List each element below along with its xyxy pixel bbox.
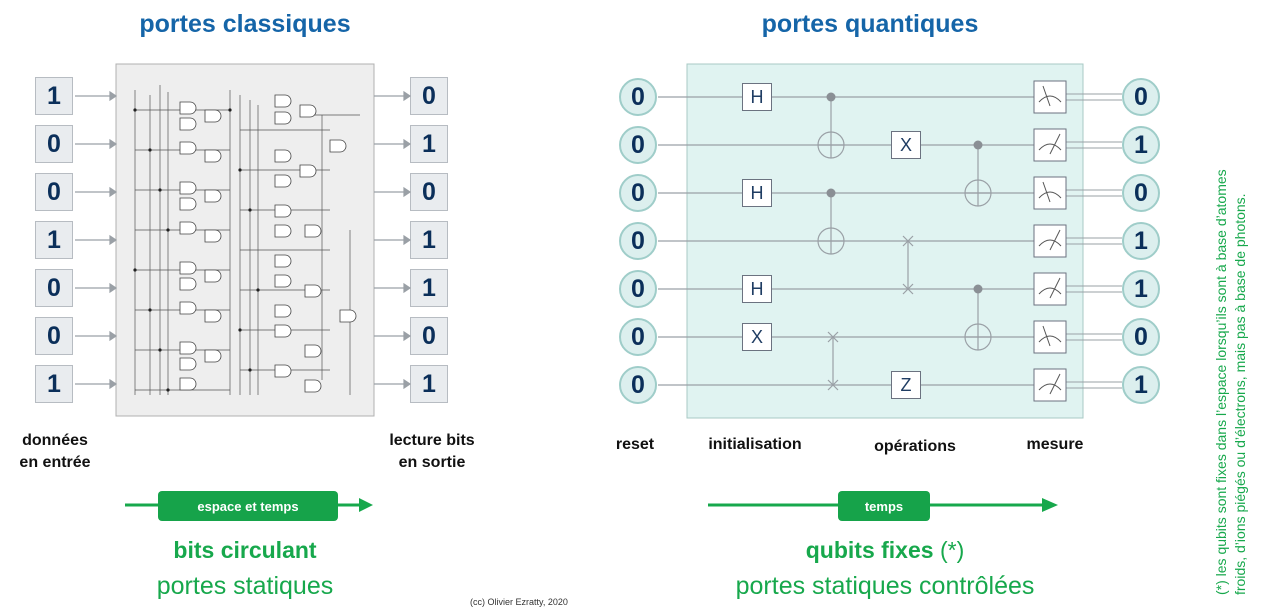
measurement-meters <box>1033 80 1067 402</box>
hadamard-gate: H <box>742 275 772 303</box>
copyright: (cc) Olivier Ezratty, 2020 <box>470 597 568 607</box>
qubit-measured-value: 0 <box>1122 78 1160 116</box>
classical-input-bit: 1 <box>35 365 73 403</box>
classical-circuit-diagram <box>75 63 412 417</box>
qubit-measured-value: 1 <box>1122 270 1160 308</box>
measure-label: mesure <box>1026 436 1084 453</box>
classical-output-label: lecture bits en sortie <box>389 432 475 471</box>
qubit-measured-value: 1 <box>1122 222 1160 260</box>
reset-label: reset <box>615 436 655 453</box>
quantum-circuit-diagram <box>658 63 1122 419</box>
classical-output-bit: 1 <box>410 269 448 307</box>
quantum-title: portes quantiques <box>761 10 979 38</box>
classical-input-bit: 0 <box>35 317 73 355</box>
qubit-reset-state: 0 <box>619 222 657 260</box>
qubit-reset-state: 0 <box>619 270 657 308</box>
initialisation-label: initialisation <box>708 436 802 453</box>
operations-label: opérations <box>874 438 956 455</box>
classical-output-bit: 1 <box>410 221 448 259</box>
pauli-x-gate: X <box>891 131 921 159</box>
classical-caption-sub: portes statiques <box>156 572 334 600</box>
classical-input-bit: 0 <box>35 173 73 211</box>
classical-arrow-label: espace et temps <box>158 491 338 521</box>
qubit-reset-state: 0 <box>619 126 657 164</box>
classical-input-bit: 1 <box>35 77 73 115</box>
classical-input-bit: 0 <box>35 269 73 307</box>
qubit-measured-value: 1 <box>1122 126 1160 164</box>
quantum-caption: qubits fixes (*) <box>805 537 965 563</box>
qubit-reset-state: 0 <box>619 318 657 356</box>
quantum-caption-sub: portes statiques contrôlées <box>735 572 1035 600</box>
hadamard-gate: H <box>742 83 772 111</box>
qubit-measured-value: 0 <box>1122 174 1160 212</box>
classical-input-label: données en entrée <box>19 432 91 471</box>
pauli-x-gate: X <box>742 323 772 351</box>
qubit-reset-state: 0 <box>619 78 657 116</box>
classical-output-bit: 1 <box>410 365 448 403</box>
classical-output-bit: 0 <box>410 77 448 115</box>
qubit-measured-value: 1 <box>1122 366 1160 404</box>
qubit-reset-state: 0 <box>619 366 657 404</box>
quantum-arrow-label: temps <box>838 491 930 521</box>
qubit-reset-state: 0 <box>619 174 657 212</box>
pauli-z-gate: Z <box>891 371 921 399</box>
classical-output-bit: 1 <box>410 125 448 163</box>
side-note: (*) les qubits sont fixes dans l’espace … <box>1213 169 1248 595</box>
hadamard-gate: H <box>742 179 772 207</box>
qubit-measured-value: 0 <box>1122 318 1160 356</box>
classical-input-bit: 1 <box>35 221 73 259</box>
classical-title: portes classiques <box>139 10 351 38</box>
classical-input-bit: 0 <box>35 125 73 163</box>
classical-caption: bits circulant <box>173 537 317 563</box>
